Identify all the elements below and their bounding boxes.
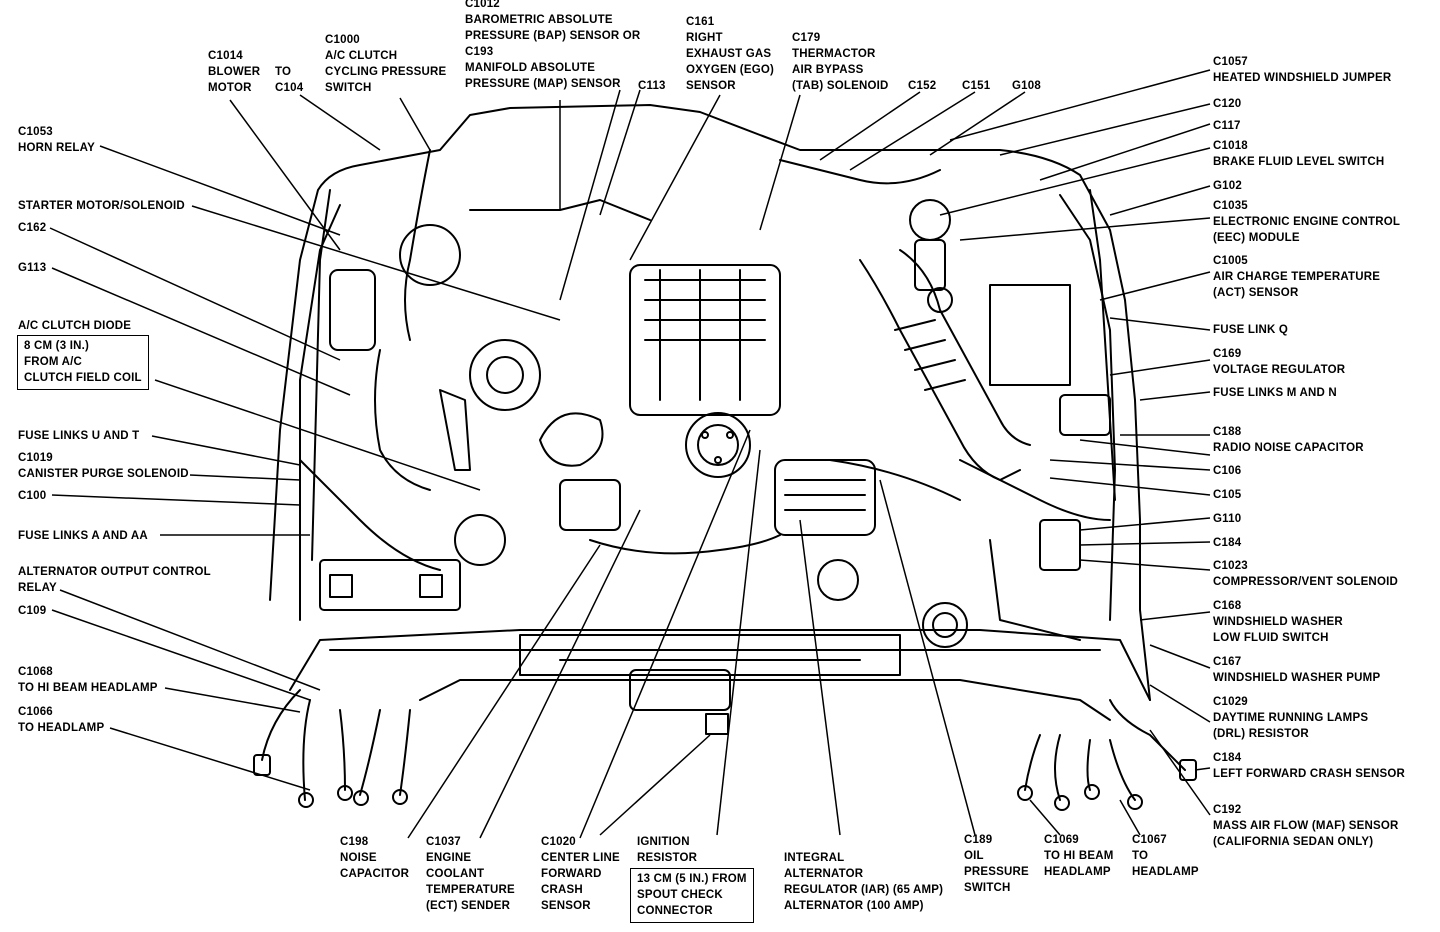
- label-c117: C117: [1213, 120, 1241, 132]
- label-c106: C106: [1213, 465, 1242, 477]
- label-c100: C100: [18, 490, 47, 502]
- label-c151: C151: [962, 80, 991, 92]
- label-c120: C120: [1213, 98, 1242, 110]
- label-fuse-link-q: FUSE LINK Q: [1213, 324, 1289, 336]
- label-g108: G108: [1012, 80, 1041, 92]
- eec-module: [989, 284, 1071, 386]
- label-ac-clutch-diode: A/C CLUTCH DIODE: [18, 320, 132, 332]
- label-g102: G102: [1213, 180, 1242, 192]
- air-intake-duct: [859, 259, 1021, 481]
- distributor: [685, 412, 751, 478]
- engine-bay-outline: [269, 104, 1151, 701]
- label-g113: G113: [18, 262, 47, 274]
- label-starter: STARTER MOTOR/SOLENOID: [18, 200, 185, 212]
- label-c105: C105: [1213, 489, 1242, 501]
- label-fuse-links-u-t: FUSE LINKS U AND T: [18, 430, 140, 442]
- label-c113: C113: [638, 80, 666, 92]
- label-c109: C109: [18, 605, 47, 617]
- label-c152: C152: [908, 80, 937, 92]
- alternator: [774, 459, 876, 536]
- label-fuse-links-m-n: FUSE LINKS M AND N: [1213, 387, 1337, 399]
- radiator-support: [289, 629, 1151, 701]
- label-fuse-links-a-aa: FUSE LINKS A AND AA: [18, 530, 148, 542]
- label-g110: G110: [1213, 513, 1242, 525]
- label-c184-a: C184: [1213, 537, 1242, 549]
- label-c162: C162: [18, 222, 47, 234]
